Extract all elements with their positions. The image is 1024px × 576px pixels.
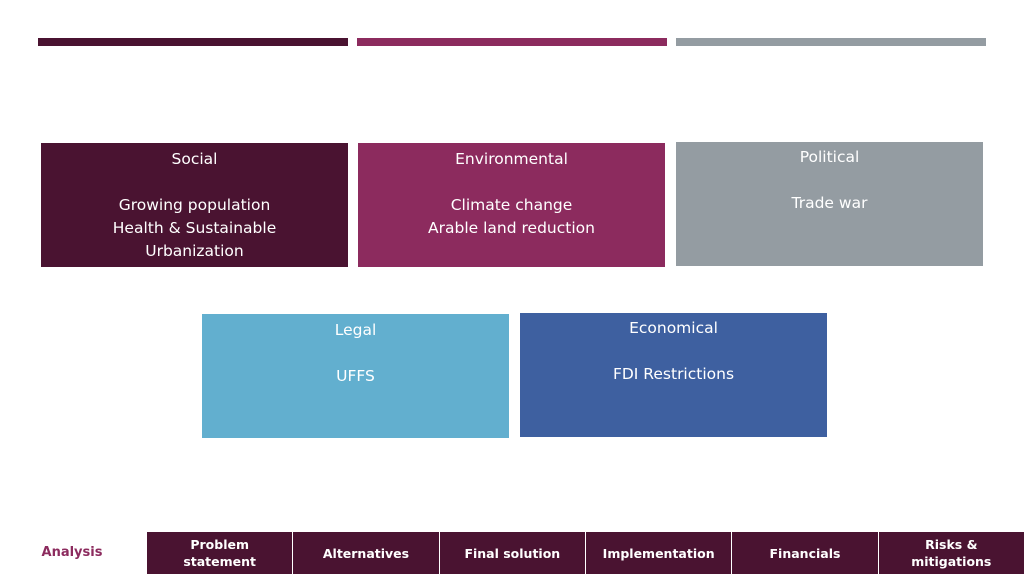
social-title: Social xyxy=(171,150,218,168)
nav-item-final-solution[interactable]: Final solution xyxy=(438,532,585,574)
environmental-box: Environmental Climate change Arable land… xyxy=(358,143,665,267)
nav-item-risks-mitigations[interactable]: Risks & mitigations xyxy=(877,532,1024,574)
top-bar-plum xyxy=(38,38,348,46)
legal-line: UFFS xyxy=(336,367,375,385)
nav-item-implementation[interactable]: Implementation xyxy=(584,532,731,574)
top-bar-gray xyxy=(676,38,986,46)
social-line: Growing population xyxy=(118,196,271,214)
economical-title: Economical xyxy=(629,319,718,337)
social-box: Social Growing population Health & Susta… xyxy=(41,143,348,267)
top-bar-magenta xyxy=(357,38,667,46)
nav-item-problem-statement[interactable]: Problem statement xyxy=(183,537,256,569)
social-line: Health & Sustainable xyxy=(112,219,277,237)
economical-box: Economical FDI Restrictions xyxy=(520,313,827,437)
environmental-line: Climate change xyxy=(450,196,573,214)
social-line: Urbanization xyxy=(145,242,244,260)
current-section-label: Analysis xyxy=(41,545,103,560)
environmental-title: Environmental xyxy=(455,150,568,168)
environmental-line: Arable land reduction xyxy=(428,219,595,237)
legal-box: Legal UFFS xyxy=(202,314,509,438)
political-title: Political xyxy=(799,148,860,166)
legal-title: Legal xyxy=(334,321,377,339)
section-nav: Problem statement Alternatives Final sol… xyxy=(147,532,1024,574)
nav-item-financials[interactable]: Financials xyxy=(731,532,877,574)
political-box: Political Trade war xyxy=(676,142,983,266)
nav-item-alternatives[interactable]: Alternatives xyxy=(292,532,438,574)
economical-line: FDI Restrictions xyxy=(612,365,735,383)
political-line: Trade war xyxy=(791,194,868,212)
